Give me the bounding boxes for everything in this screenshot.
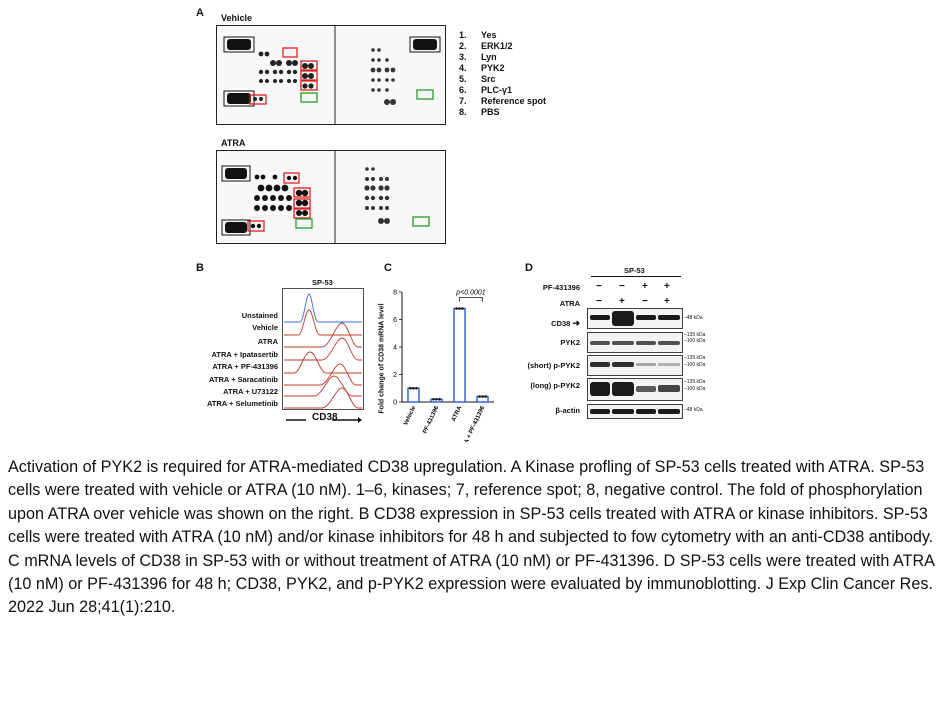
mw-marker: –135 kDa — [684, 379, 706, 385]
p-value-label: p<0.0001 — [455, 290, 485, 297]
atra-sign: − — [642, 296, 648, 307]
bar-point — [458, 307, 461, 310]
bar-point — [432, 397, 435, 401]
legend-item: 8.PBS — [459, 107, 500, 117]
y-tick-label: 8 — [393, 290, 397, 297]
atra-array-svg — [221, 151, 430, 243]
condition-label: ATRA + PF-431396 — [212, 362, 278, 371]
condition-label: Vehicle — [252, 323, 278, 332]
pf-sign: + — [642, 281, 648, 292]
chart-bars — [407, 307, 489, 403]
panel-b-cell-line: SP-53 — [312, 278, 333, 287]
mw-marker: –48 kDa — [684, 407, 703, 413]
row-label-pf: PF-431396 — [542, 283, 580, 292]
vehicle-array-svg — [223, 26, 441, 124]
blot-label-pyk2: PYK2 — [560, 338, 580, 347]
mw-marker: –100 kDa — [684, 338, 706, 344]
atra-array-membrane — [216, 150, 446, 244]
atra-sign: + — [664, 296, 670, 307]
legend-item: 7.Reference spot — [459, 96, 547, 106]
blot-label-short-ppyk2: (short) p-PYK2 — [527, 361, 581, 370]
legend-item: 3.Lyn — [459, 52, 497, 62]
atra-sign: + — [619, 296, 625, 307]
condition-label: ATRA + U73122 — [223, 387, 278, 396]
atra-sign: − — [596, 296, 602, 307]
x-tick-label: Vehicle — [403, 405, 417, 427]
y-tick-label: 4 — [393, 345, 397, 352]
atra-title: ATRA — [221, 138, 246, 148]
flow-xlabel: CD38 — [312, 412, 338, 423]
blot-label-actin: β-actin — [555, 406, 580, 415]
flow-histograms — [282, 288, 364, 423]
bar-point — [484, 395, 487, 398]
pf-sign: − — [619, 281, 625, 292]
western-blots — [587, 308, 683, 419]
chart-ylabel: Fold change of CD38 mRNA level — [378, 303, 386, 414]
bracket-line — [459, 297, 483, 302]
pf-sign: + — [664, 281, 670, 292]
chart-ticks: 0 2 4 6 8 — [393, 290, 402, 407]
bar — [453, 307, 466, 403]
bar-point — [478, 395, 481, 398]
figure-caption: Activation of PYK2 is required for ATRA-… — [8, 458, 935, 617]
row-label-atra: ATRA — [559, 299, 580, 308]
blot-label-cd38: CD38 ➜ — [551, 318, 580, 328]
cell-line-underline — [591, 276, 681, 277]
condition-label: ATRA — [257, 337, 278, 346]
bar-point — [455, 307, 458, 310]
bar-point — [461, 307, 464, 310]
pf-sign: − — [596, 281, 602, 292]
bar-point — [412, 386, 415, 390]
bar-point — [438, 397, 441, 401]
bar — [407, 387, 420, 403]
legend-item: 6.PLC-γ1 — [459, 85, 513, 95]
panel-d-label: D — [525, 262, 533, 274]
y-tick-label: 2 — [393, 372, 397, 379]
mw-marker: –100 kDa — [684, 362, 706, 368]
y-tick-label: 0 — [393, 400, 397, 407]
panel-d-cell-line: SP-53 — [624, 266, 645, 275]
vehicle-title: Vehicle — [221, 13, 253, 23]
bar-point — [435, 397, 438, 401]
mw-marker: –135 kDa — [684, 332, 706, 338]
blot-label-long-ppyk2: (long) p-PYK2 — [530, 381, 580, 390]
condition-label: Unstained — [241, 311, 278, 320]
condition-label: ATRA + Selumetinib — [206, 399, 278, 408]
bar-point — [409, 386, 412, 390]
bar-point — [481, 395, 484, 398]
x-tick-label: ATRA — [451, 405, 464, 423]
bar-point — [415, 386, 418, 390]
condition-label: ATRA + Ipatasertib — [211, 350, 278, 359]
legend-item: 1.Yes — [459, 30, 497, 40]
mw-marker: –48 kDa — [684, 315, 703, 321]
chart-axes — [401, 292, 494, 403]
panel-a-label: A — [196, 7, 204, 19]
panel-b-label: B — [196, 262, 204, 274]
legend-item: 2.ERK1/2 — [459, 41, 513, 51]
mw-marker: –100 kDa — [684, 386, 706, 392]
mw-marker: –135 kDa — [684, 355, 706, 361]
x-tick-label: ATRA + PF-431396 — [459, 405, 487, 442]
vehicle-array-membrane — [216, 25, 446, 125]
legend-item: 5.Src — [459, 74, 496, 84]
condition-label: ATRA + Saracatinib — [209, 375, 278, 384]
panel-c-label: C — [384, 262, 392, 274]
legend-item: 4.PYK2 — [459, 63, 505, 73]
y-tick-label: 6 — [393, 317, 397, 324]
significance-bracket: p<0.0001 — [455, 290, 486, 302]
x-tick-label: PF-431396 — [422, 405, 440, 435]
